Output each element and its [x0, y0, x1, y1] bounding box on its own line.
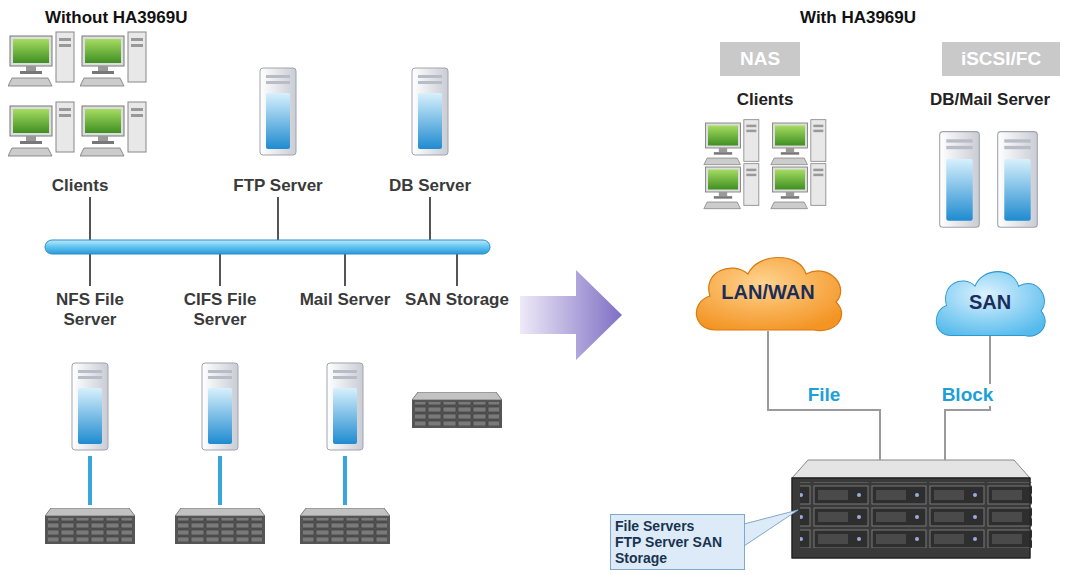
node-label: Clients: [737, 90, 794, 110]
connector-label: File: [805, 384, 844, 406]
node-label: FTP Server: [233, 176, 322, 196]
node-label: iSCSI/FC: [961, 48, 1041, 70]
node-label: LAN/WAN: [721, 281, 814, 304]
node-label: Mail Server: [300, 290, 391, 310]
section-heading: With HA3969U: [800, 8, 916, 28]
cifs-file-server: CIFS File Server: [162, 290, 278, 455]
node-label: CIFS File Server: [162, 290, 278, 329]
node-label: Clients: [52, 176, 109, 196]
unified-storage: File Servers FTP Server SAN Storage: [790, 458, 1032, 560]
node-label: DB Server: [389, 176, 471, 196]
protocol-tag: iSCSI/FC: [942, 42, 1060, 76]
node-label: SAN Storage: [405, 290, 509, 310]
node-label: DB/Mail Server: [930, 90, 1050, 110]
connector-label: Block: [939, 384, 997, 406]
client-group: Clients: [695, 90, 835, 214]
node-label: SAN: [969, 291, 1011, 314]
callout-box: File Servers FTP Server SAN Storage: [610, 514, 745, 570]
db-server: DB Server: [375, 60, 485, 196]
protocol-tag: NAS: [720, 42, 800, 76]
network-cloud: LAN/WAN: [688, 250, 848, 335]
ftp-server: FTP Server: [223, 60, 333, 196]
section-heading: Without HA3969U: [45, 8, 187, 28]
san-storage: SAN Storage: [402, 290, 512, 430]
db-mail-server: DB/Mail Server: [922, 90, 1058, 240]
node-label: NAS: [740, 48, 780, 70]
mail-server: Mail Server: [290, 290, 400, 455]
nfs-file-server: NFS File Server: [32, 290, 148, 455]
node-label: File Servers FTP Server SAN Storage: [615, 518, 723, 566]
client-group: Clients: [5, 28, 155, 196]
node-label: NFS File Server: [32, 290, 148, 329]
connector-line: [768, 331, 880, 460]
network-cloud: SAN: [930, 265, 1050, 340]
